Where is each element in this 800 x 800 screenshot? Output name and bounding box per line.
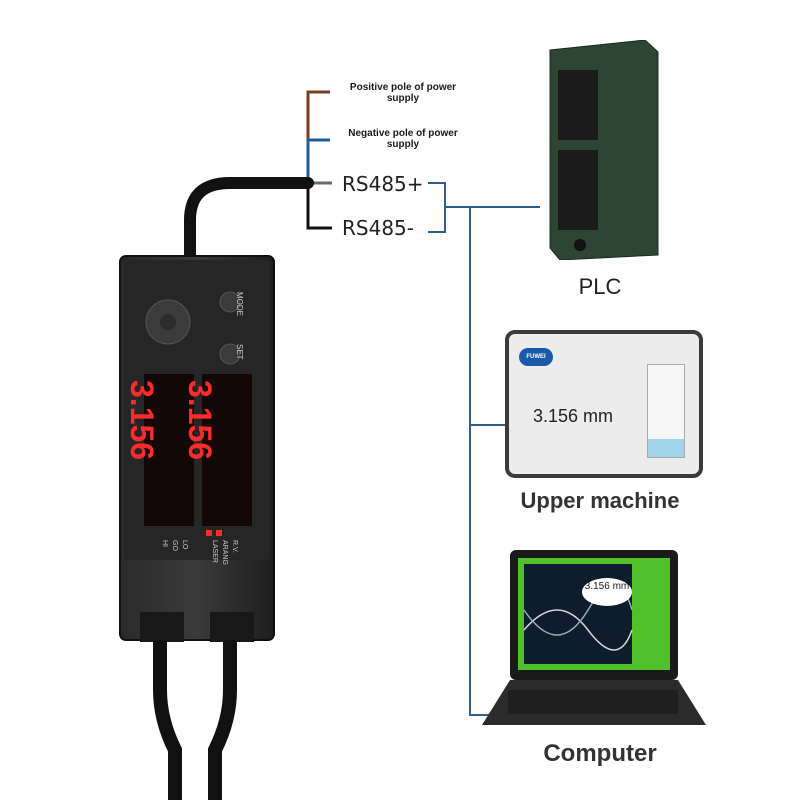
set-button[interactable] <box>219 343 241 365</box>
sensor-amplifier: MODE SET 3.156 3.156 HI GO LO LASER ARAN… <box>118 252 276 642</box>
negative-wire <box>306 138 330 183</box>
fuwei-logo: FUWEI <box>519 348 553 366</box>
rs485-minus-wire <box>306 183 332 230</box>
indicator-arang: ARANG <box>221 540 228 565</box>
indicator-lo: LO <box>181 540 188 550</box>
plc-device <box>540 39 660 261</box>
sensor-body <box>119 255 275 642</box>
sensor-cable <box>184 177 314 264</box>
positive-pole-label: Positive pole of power supply <box>349 82 457 104</box>
display-left: 3.156 <box>124 380 160 461</box>
mode-button[interactable] <box>219 291 241 313</box>
indicator-laser: LASER <box>211 540 218 563</box>
negative-pole-label: Negative pole of power supply <box>348 128 458 150</box>
rs485-bracket <box>428 182 470 233</box>
display-right: 3.156 <box>182 380 218 461</box>
rs485-minus-label: RS485- <box>342 216 414 240</box>
computer-label: Computer <box>543 740 657 767</box>
laptop-body <box>482 550 706 725</box>
plc-body <box>549 39 659 261</box>
upper-machine-reading: 3.156 mm <box>533 406 614 426</box>
plc-label: PLC <box>578 274 622 299</box>
level-gauge-fill <box>648 439 684 457</box>
output-cables <box>153 640 237 800</box>
computer-reading: 3.156 mm <box>582 578 632 606</box>
set-label: SET <box>235 344 244 360</box>
upper-machine-label: Upper machine <box>520 488 680 513</box>
rs485-plus-label: RS485+ <box>342 172 424 196</box>
computer-device: 3.156 mm <box>478 550 708 735</box>
mode-label: MODE <box>235 292 244 316</box>
positive-wire <box>306 90 330 140</box>
indicator-go: GO <box>171 540 178 551</box>
indicator-rv: R.V. <box>231 540 238 553</box>
upper-machine-device: FUWEI 3.156 mm <box>505 330 703 478</box>
level-gauge <box>647 364 685 458</box>
indicator-hi: HI <box>161 540 168 547</box>
